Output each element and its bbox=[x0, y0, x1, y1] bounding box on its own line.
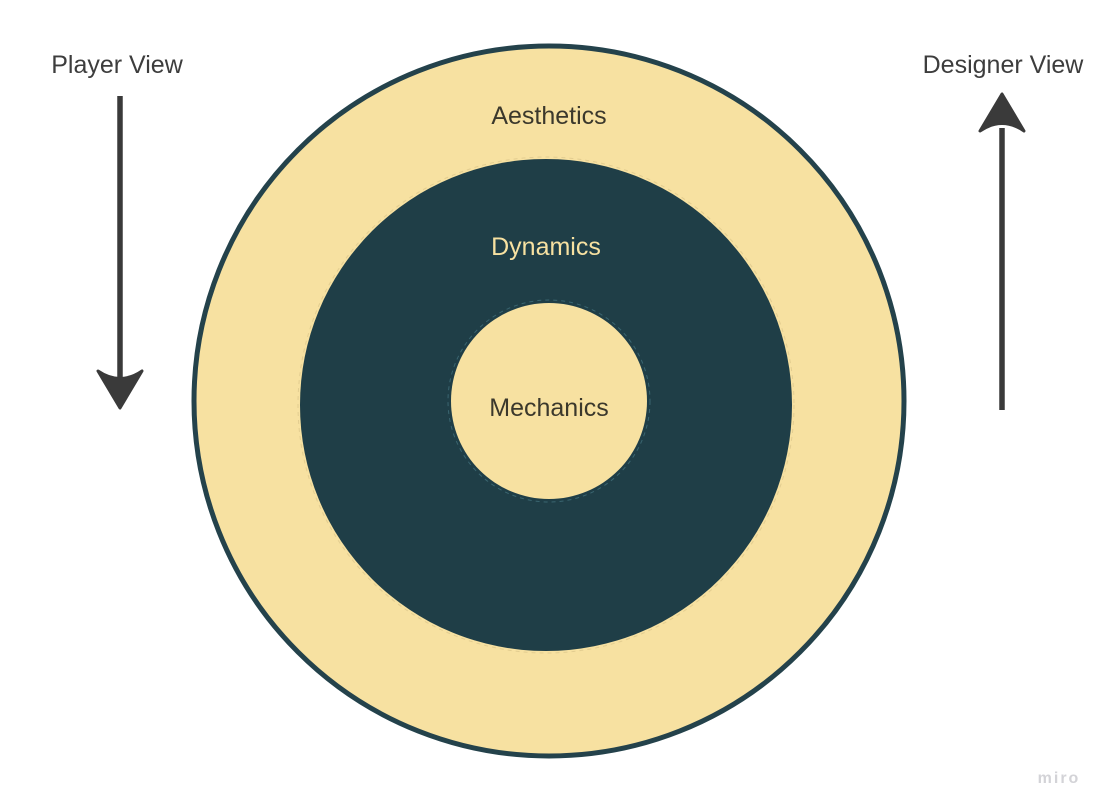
dynamics-label: Dynamics bbox=[491, 233, 601, 261]
miro-watermark: miro bbox=[1038, 770, 1081, 787]
designer-view-annotation: Designer View bbox=[923, 51, 1085, 410]
player-view-label: Player View bbox=[51, 51, 183, 79]
designer-view-arrow[interactable] bbox=[978, 92, 1026, 410]
arrow-up-icon bbox=[978, 92, 1026, 133]
mechanics-circle[interactable] bbox=[451, 303, 647, 499]
arrow-down-icon bbox=[96, 369, 144, 410]
player-view-arrow[interactable] bbox=[96, 96, 144, 410]
player-view-annotation: Player View bbox=[51, 51, 184, 410]
mechanics-circle-dashed-outline bbox=[447, 299, 651, 503]
designer-view-label: Designer View bbox=[923, 51, 1085, 79]
concentric-rings: Aesthetics Dynamics Mechanics bbox=[191, 43, 907, 759]
dynamics-circle-dashed-outline bbox=[297, 156, 795, 654]
mechanics-label: Mechanics bbox=[489, 394, 609, 422]
aesthetics-label: Aesthetics bbox=[491, 102, 606, 130]
